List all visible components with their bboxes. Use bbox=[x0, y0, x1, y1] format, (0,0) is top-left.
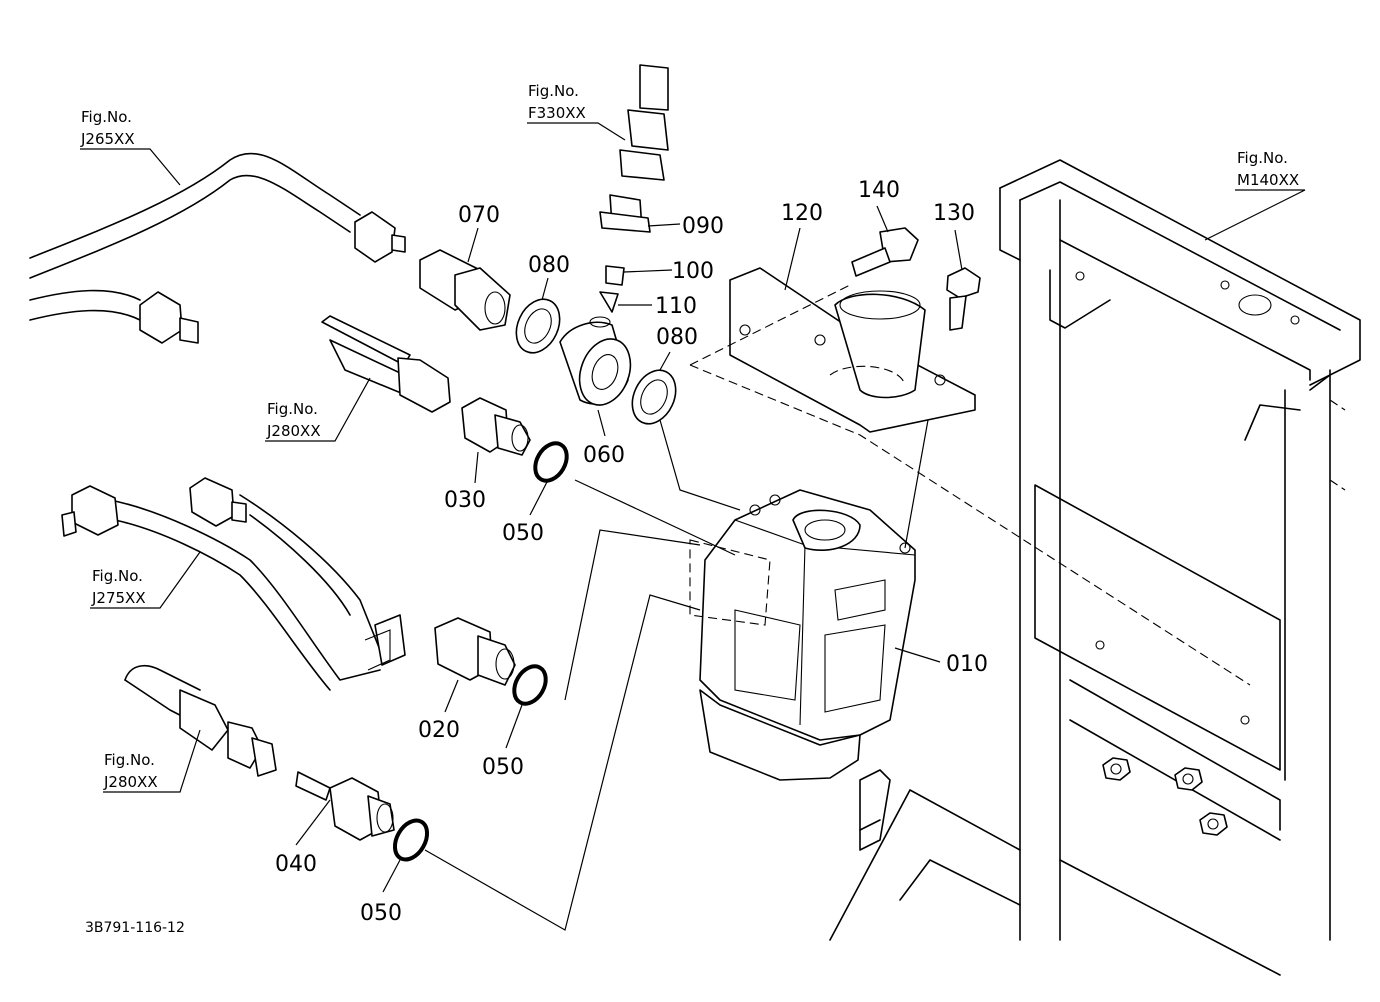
steering-unit-010 bbox=[689, 489, 916, 781]
fig-ref-j265-line2: J265XX bbox=[80, 130, 135, 148]
hose-j280-lower bbox=[124, 664, 277, 777]
fig-ref-j265-line1: Fig.No. bbox=[81, 108, 132, 126]
hose-j280-upper bbox=[321, 315, 451, 413]
callout-050-upper: 050 bbox=[502, 521, 544, 546]
callout-010: 010 bbox=[946, 652, 988, 677]
fig-ref-m140-line2: M140XX bbox=[1237, 171, 1299, 189]
figure-ref-j280-upper: Fig.No. J280XX bbox=[266, 400, 321, 440]
callout-020: 020 bbox=[418, 718, 460, 743]
figure-ref-f330: Fig.No. F330XX bbox=[528, 82, 586, 122]
callout-100: 100 bbox=[672, 259, 714, 284]
figure-ref-j275: Fig.No. J275XX bbox=[91, 567, 146, 607]
washers-080 bbox=[515, 298, 677, 425]
callout-060: 060 bbox=[583, 443, 625, 468]
callout-130: 130 bbox=[933, 201, 975, 226]
fitting-030 bbox=[461, 397, 531, 456]
fig-ref-j275-line2: J275XX bbox=[91, 589, 146, 607]
callout-080-upper: 080 bbox=[528, 253, 570, 278]
hose-j275 bbox=[61, 477, 406, 691]
fig-ref-j275-line1: Fig.No. bbox=[92, 567, 143, 585]
leader-lines bbox=[424, 284, 1251, 931]
callout-030: 030 bbox=[444, 488, 486, 513]
fig-ref-j280a-line1: Fig.No. bbox=[267, 400, 318, 418]
frame-structure bbox=[829, 159, 1361, 976]
fig-ref-f330-line2: F330XX bbox=[528, 104, 586, 122]
fig-ref-j280a-line2: J280XX bbox=[266, 422, 321, 440]
fitting-040 bbox=[295, 771, 395, 841]
sensor-assembly bbox=[599, 64, 669, 313]
bolt-130 bbox=[946, 267, 981, 331]
figure-ref-j265: Fig.No. J265XX bbox=[80, 108, 135, 148]
callout-070: 070 bbox=[458, 203, 500, 228]
figure-ref-j280-lower: Fig.No. J280XX bbox=[103, 751, 158, 791]
figure-ref-leaders bbox=[80, 122, 1306, 793]
callout-050-middle: 050 bbox=[482, 755, 524, 780]
figure-ref-m140: Fig.No. M140XX bbox=[1237, 149, 1299, 189]
o-rings-050 bbox=[392, 441, 569, 862]
fig-ref-j280b-line2: J280XX bbox=[103, 773, 158, 791]
hose-j265 bbox=[29, 152, 406, 344]
callout-120: 120 bbox=[781, 201, 823, 226]
fitting-070 bbox=[419, 249, 511, 331]
callout-080-lower: 080 bbox=[656, 325, 698, 350]
fig-ref-m140-line1: Fig.No. bbox=[1237, 149, 1288, 167]
fig-ref-f330-line1: Fig.No. bbox=[528, 82, 579, 100]
bolt-140 bbox=[851, 227, 919, 277]
banjo-060 bbox=[559, 316, 632, 406]
part-callouts: 070 080 090 100 110 120 140 130 080 060 … bbox=[275, 178, 988, 926]
callout-leaders bbox=[295, 205, 963, 893]
callout-110: 110 bbox=[655, 294, 697, 319]
callout-090: 090 bbox=[682, 214, 724, 239]
callout-140: 140 bbox=[858, 178, 900, 203]
fitting-020 bbox=[434, 617, 516, 686]
diagram-id: 3B791-116-12 bbox=[85, 920, 185, 936]
callout-050-lower: 050 bbox=[360, 901, 402, 926]
fig-ref-j280b-line1: Fig.No. bbox=[104, 751, 155, 769]
callout-040: 040 bbox=[275, 852, 317, 877]
bracket-120 bbox=[729, 267, 976, 433]
hex-nuts bbox=[1102, 757, 1228, 836]
